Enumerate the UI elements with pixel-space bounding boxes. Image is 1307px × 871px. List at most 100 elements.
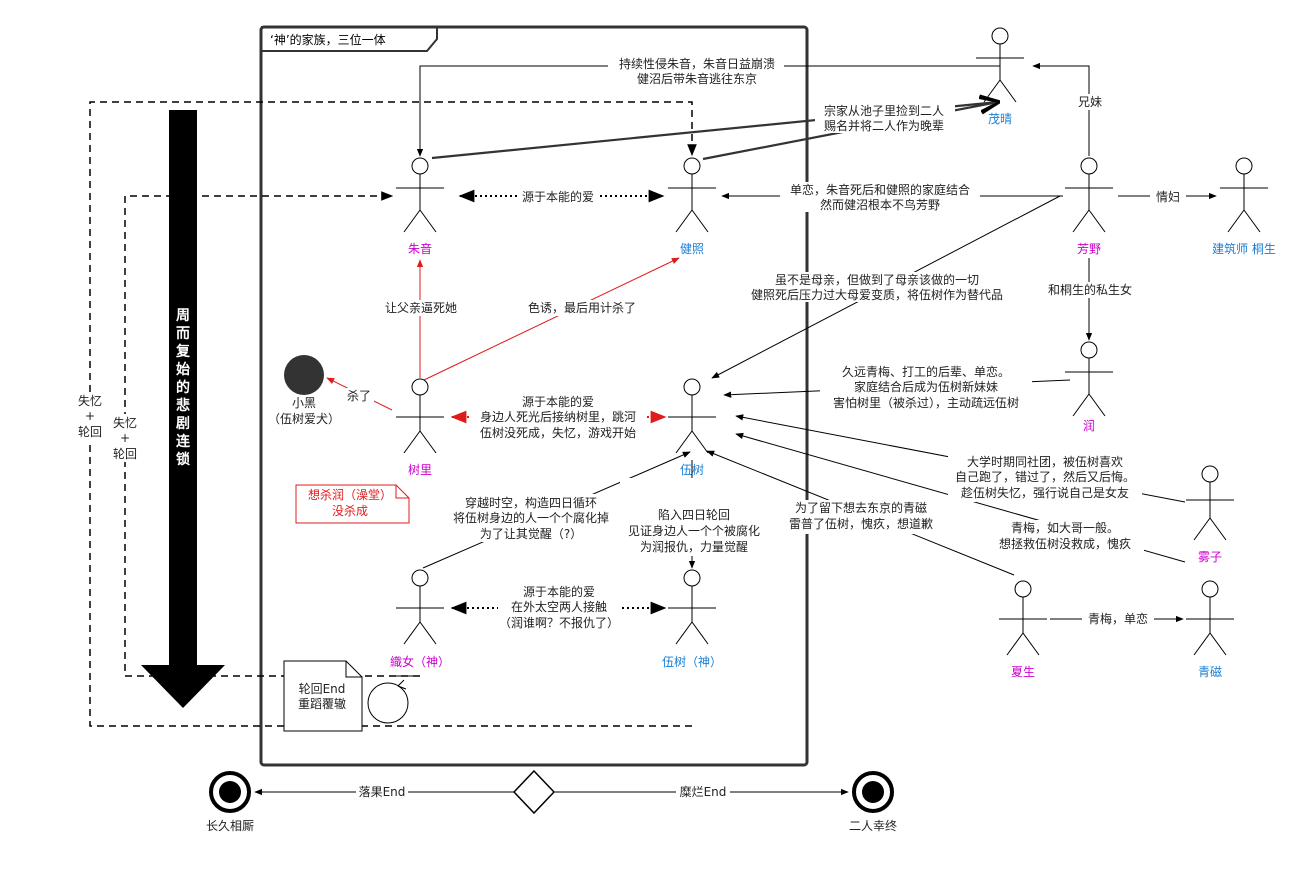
- amnesia-inner-line2: +: [120, 431, 130, 445]
- xiaohei-line1: 小黑: [292, 396, 316, 410]
- name-zhuyin: 朱音: [408, 241, 432, 256]
- actor-names: 朱音 健照 茂晴 芳野 建筑师 桐生 润 树里 伍树 雾子 織女（神） 伍树（神…: [390, 112, 1276, 679]
- killed-label: 杀了: [347, 388, 371, 403]
- cycle-arrow-char: 锁: [176, 451, 190, 468]
- amnesia-inner-line1: 失忆: [113, 415, 137, 430]
- seduce-label: 色诱，最后用计杀了: [528, 300, 636, 315]
- shuli-wushu-line3: 伍树没死成，失忆，游戏开始: [480, 425, 636, 440]
- xiaohei-line2: （伍树爱犬）: [268, 411, 340, 426]
- timetravel-line1: 穿越时空，构造四日循环: [465, 495, 597, 510]
- red-note-line1: 想杀润（澡堂）: [308, 487, 392, 502]
- space-line1: 源于本能的爱: [523, 584, 595, 599]
- relation-lines: [254, 62, 1217, 796]
- single-line2: 然而健沼根本不鸟芳野: [820, 197, 940, 212]
- timetravel-line3: 为了让其觉醒（?）: [480, 527, 582, 541]
- timetravel-line2: 将伍树身边的人一个个腐化掉: [453, 510, 609, 525]
- red-note-line2: 没杀成: [332, 503, 368, 518]
- wuzi-desc-line3: 趁伍树失忆，强行说自己是女友: [961, 485, 1129, 500]
- run-desc-line1: 久远青梅、打工的后辈、单恋。: [842, 364, 1010, 379]
- name-jianzhao: 健照: [680, 242, 704, 256]
- god-family-frame: ‘神’的家族，三位一体: [259, 25, 809, 767]
- actor-figures: [396, 27, 1268, 656]
- top-arrow-line2: 健沼后带朱音逃往东京: [637, 71, 757, 86]
- cycle-arrow-char: 始: [176, 361, 190, 378]
- name-maoqing: 茂晴: [988, 112, 1012, 126]
- cycle-arrow-char: 剧: [176, 416, 190, 432]
- top-arrow-line1: 持续性侵朱音，朱音日益崩溃: [619, 56, 775, 71]
- mother-line2: 健照死后压力过大母爱变质，将伍树作为替代品: [751, 287, 1003, 302]
- space-line3: （润谁啊？不报仇了）: [499, 615, 619, 630]
- name-zhinv: 織女（神）: [390, 654, 450, 669]
- text-labels: 持续性侵朱音，朱音日益崩溃 健沼后带朱音逃往东京 宗家从池子里捡到二人 赐名并将…: [78, 56, 1180, 833]
- name-wushu: 伍树: [680, 462, 704, 477]
- name-run: 润: [1083, 419, 1095, 433]
- loop-note-line1: 轮回End: [299, 682, 346, 696]
- xiaohei-dog: [284, 355, 324, 395]
- kill-father-label: 让父亲逼死她: [385, 301, 457, 315]
- red-lines: [326, 257, 680, 411]
- cycle-arrow-char: 复: [175, 343, 191, 360]
- red-note: [295, 484, 410, 524]
- name-xiasheng: 夏生: [1011, 665, 1035, 679]
- actor-tongsheng: [1220, 157, 1268, 233]
- loop-note-line2: 重蹈覆辙: [298, 697, 346, 711]
- name-qingci: 青磁: [1198, 664, 1222, 679]
- actor-jianzhao: [668, 157, 716, 233]
- run-desc-line2: 家庭结合后成为伍树新妹妹: [854, 379, 998, 394]
- unrequited-label: 青梅，单恋: [1088, 611, 1148, 626]
- frame-title: ‘神’的家族，三位一体: [270, 32, 386, 47]
- name-shuli: 树里: [408, 462, 432, 477]
- actor-maoqing: [976, 27, 1024, 103]
- amnesia-outer-line2: +: [85, 409, 95, 423]
- actor-wushu: [668, 378, 716, 454]
- qingci-desc-line2: 想拯救伍树没救成，愧疚: [999, 536, 1131, 551]
- actor-zhinv: [396, 569, 444, 645]
- adopt-line1: 宗家从池子里捡到二人: [824, 103, 944, 118]
- cycle-arrow-char: 而: [176, 326, 190, 342]
- run-desc-line3: 害怕树里（被杀过），主动疏远伍树: [833, 395, 1019, 410]
- name-wuzi: 雾子: [1198, 550, 1222, 564]
- xiasheng-desc-line2: 雷普了伍树，愧疚，想道歉: [789, 516, 933, 531]
- cycle-arrow-char: 悲: [176, 397, 190, 414]
- illegit-label: 和桐生的私生女: [1048, 282, 1132, 297]
- space-line2: 在外太空两人接触: [511, 599, 607, 614]
- actor-run: [1065, 341, 1113, 417]
- cycle-arrow-char: 周: [176, 308, 190, 324]
- fall-loop-line1: 陷入四日轮回: [658, 507, 730, 522]
- actor-wuzi: [1186, 465, 1234, 541]
- wuzi-desc-line2: 自己跑了，错过了，然后又后悔。: [955, 469, 1135, 484]
- adopt-line2: 赐名并将二人作为晚辈: [824, 118, 944, 133]
- actor-zhuyin: [396, 157, 444, 233]
- end-right-label: 糜烂End: [680, 784, 727, 799]
- name-fangye: 芳野: [1077, 242, 1101, 256]
- actor-shuli: [396, 378, 444, 454]
- amnesia-inner-line3: 轮回: [113, 447, 137, 461]
- loop-note: [283, 660, 409, 732]
- amnesia-outer-line3: 轮回: [78, 425, 102, 439]
- cycle-arrow-char: 的: [176, 379, 190, 396]
- actor-fangye: [1065, 157, 1113, 233]
- fall-loop-line3: 为润报仇，力量觉醒: [640, 539, 748, 554]
- xiasheng-desc-line1: 为了留下想去东京的青磁: [795, 500, 927, 515]
- actor-qingci: [1186, 580, 1234, 656]
- ending-nodes: [209, 769, 894, 815]
- label-backgrounds: [73, 56, 1186, 800]
- actor-wushu-god: [668, 569, 716, 645]
- instinct1-label: 源于本能的爱: [522, 189, 594, 204]
- cycle-arrow: [141, 110, 225, 708]
- name-wushu-god: 伍树（神）: [662, 654, 722, 669]
- shuli-wushu-line1: 源于本能的爱: [522, 394, 594, 409]
- end-left-label: 落果End: [359, 785, 406, 799]
- amnesia-outer-line1: 失忆: [78, 393, 102, 408]
- mistress-label: 情妇: [1156, 190, 1180, 204]
- name-tongsheng: 建筑师 桐生: [1212, 241, 1276, 256]
- final-left-label: 长久相厮: [206, 819, 254, 833]
- qingci-desc-line1: 青梅，如大哥一般。: [1011, 520, 1119, 535]
- siblings-label: 兄妹: [1078, 95, 1102, 109]
- actor-xiasheng: [999, 580, 1047, 656]
- shuli-wushu-line2: 身边人死光后接纳树里，跳河: [480, 409, 636, 424]
- single-line1: 单恋，朱音死后和健照的家庭结合: [790, 182, 970, 197]
- final-right-label: 二人幸终: [849, 818, 897, 833]
